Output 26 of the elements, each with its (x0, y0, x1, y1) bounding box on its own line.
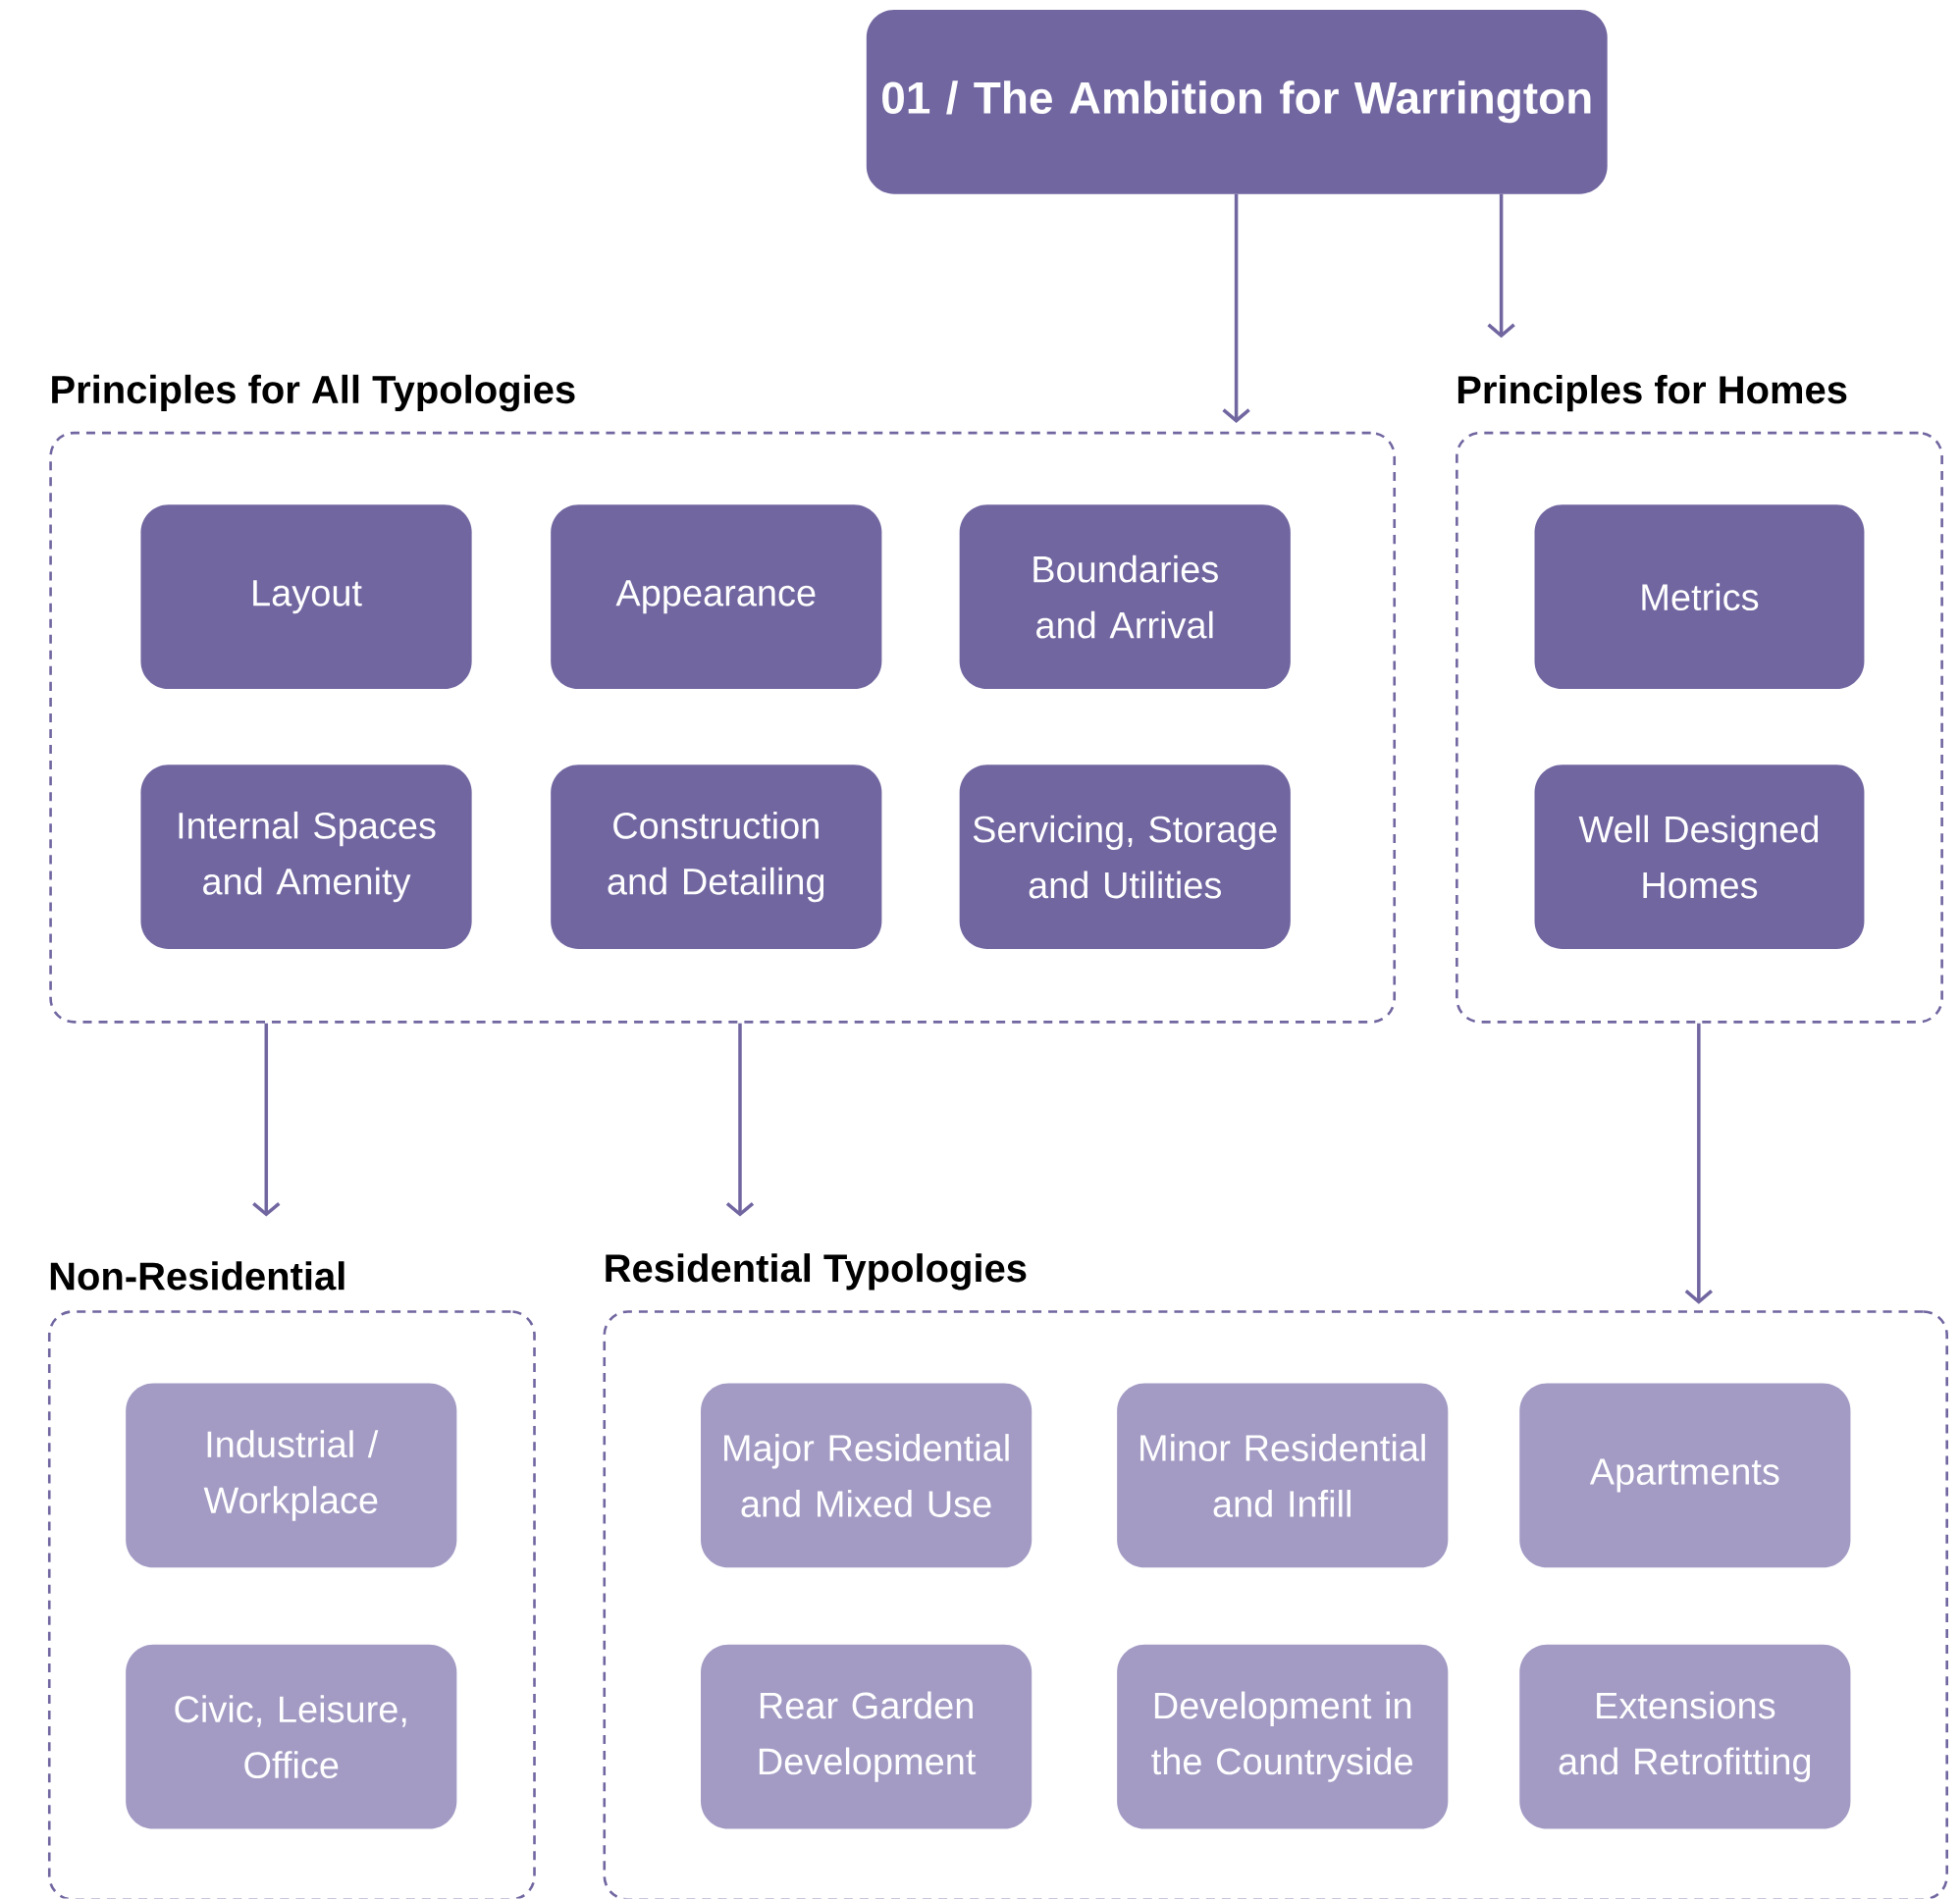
topic-box: Civic, Leisure, Office (126, 1645, 457, 1829)
topic-box: Rear Garden Development (701, 1645, 1033, 1829)
topic-box: Internal Spaces and Amenity (140, 765, 472, 950)
topic-box: Apartments (1519, 1383, 1851, 1568)
topic-box: Construction and Detailing (551, 765, 882, 950)
topic-box: Servicing, Storage and Utilities (959, 765, 1291, 950)
topic-box: Boundaries and Arrival (959, 504, 1291, 690)
topic-box: Extensions and Retrofitting (1519, 1645, 1851, 1829)
arrow (725, 1023, 755, 1217)
arrow (1684, 1023, 1713, 1304)
node-label: Residential Typologies (606, 1253, 1027, 1291)
node-label: Non-Residential (50, 1261, 344, 1291)
arrow (1222, 194, 1250, 424)
arrow (252, 1023, 281, 1217)
topic-box: Industrial / Workplace (126, 1383, 457, 1568)
topic-box: Metrics (1534, 504, 1865, 690)
topic-box: Minor Residential and Infill (1117, 1383, 1449, 1568)
node-label: Principles for All Typologies (52, 374, 575, 412)
title-box: 01 / The Ambition for Warrington (866, 10, 1608, 194)
topic-box: Major Residential and Mixed Use (701, 1383, 1033, 1568)
node-label: Principles for Homes (1457, 375, 1847, 412)
topic-box: Development in the Countryside (1117, 1645, 1449, 1829)
topic-box: Layout (140, 504, 472, 690)
topic-box: Appearance (551, 504, 882, 690)
arrow (1487, 194, 1515, 339)
topic-box: Well Designed Homes (1534, 765, 1865, 950)
